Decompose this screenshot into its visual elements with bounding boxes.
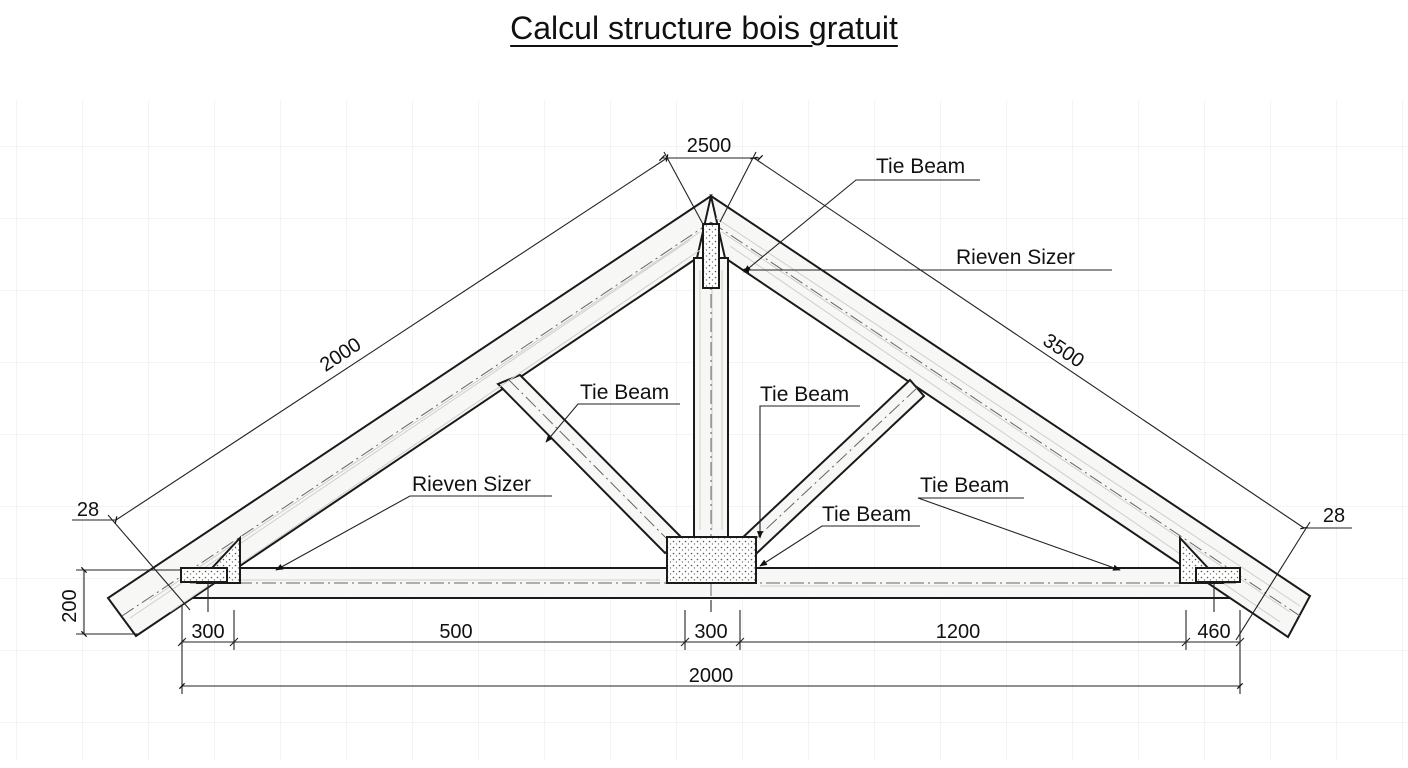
dim-top-width: 2500 <box>687 135 732 157</box>
label-rieven-sizer-top: Rieven Sizer <box>956 246 1075 269</box>
dim-seg-5: 460 <box>1197 621 1230 643</box>
right-bearing-plate <box>1195 567 1241 583</box>
dim-seg-2: 500 <box>439 621 472 643</box>
left-bearing-plate <box>180 567 228 583</box>
page-title: Calcul structure bois gratuit <box>510 10 898 46</box>
label-tie-beam-left: Tie Beam <box>580 381 669 404</box>
dim-total-span: 2000 <box>689 665 734 687</box>
ridge-plate <box>702 223 720 289</box>
center-plate <box>666 536 757 584</box>
label-tie-beam-top: Tie Beam <box>876 155 965 178</box>
label-tie-beam-center-low: Tie Beam <box>822 503 911 526</box>
dim-seg-4: 1200 <box>936 621 981 643</box>
label-tie-beam-right: Tie Beam <box>920 474 1009 497</box>
label-rieven-sizer-left: Rieven Sizer <box>412 473 531 496</box>
dim-seg-3: 300 <box>694 621 727 643</box>
label-tie-beam-center: Tie Beam <box>760 383 849 406</box>
dim-seg-1: 300 <box>191 621 224 643</box>
dim-right-overhang: 28 <box>1323 505 1345 527</box>
dim-height: 200 <box>59 589 81 622</box>
dim-left-overhang: 28 <box>77 499 99 521</box>
